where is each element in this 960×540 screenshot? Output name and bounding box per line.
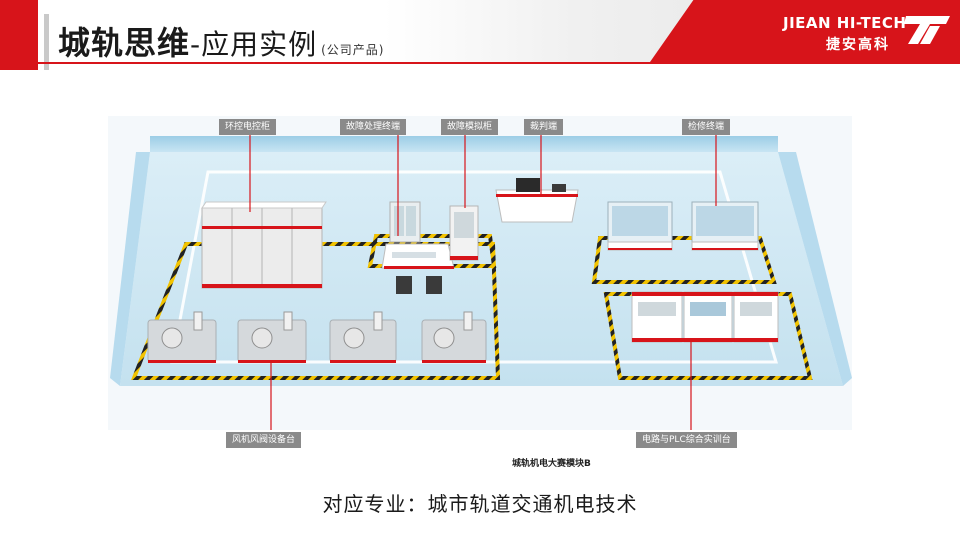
label-fault-simulator: 故障模拟柜: [441, 119, 499, 135]
fan-valve-stations: [147, 311, 487, 363]
title-main-text: 城轨思维: [58, 24, 191, 62]
title-note: (公司产品): [321, 43, 385, 57]
referee-desk: [495, 178, 579, 223]
fault-terminal-desk: [381, 201, 455, 294]
room-right-wall: [778, 152, 852, 386]
label-fault-terminal: 故障处理终端: [340, 119, 407, 135]
leader-lines: [249, 132, 717, 434]
brand-name-en: JIEAN HI-TECH: [783, 14, 907, 32]
brand-logo-icon: [904, 16, 950, 44]
label-control-cabinet: 环控电控柜: [219, 119, 277, 135]
header-divider: [44, 14, 49, 70]
title-sub-text: -应用实例: [190, 28, 318, 61]
brand-name-cn: 捷安高科: [826, 37, 890, 53]
footer-major: 对应专业：城市轨道交通机电技术: [322, 492, 638, 516]
lab-layout-illustration: [108, 116, 852, 434]
plc-training-benches: [631, 291, 779, 343]
room-back-wall: [150, 136, 778, 152]
label-maintenance: 检修终端: [682, 119, 731, 135]
header-accent-left: [0, 0, 38, 70]
label-fan-valve: 风机风阀设备台: [226, 432, 302, 448]
scene-caption: 城轨机电大赛模块B: [512, 459, 591, 469]
header-underline: [0, 62, 960, 64]
label-plc-bench: 电路与PLC综合实训台: [636, 432, 737, 448]
control-cabinets: [201, 201, 327, 289]
header-brand-panel: [650, 0, 960, 62]
room-left-wall: [110, 152, 150, 386]
maintenance-terminals: [607, 201, 759, 251]
label-referee: 裁判端: [524, 119, 564, 135]
lab-layout-svg: [108, 116, 852, 434]
page-title: 城轨思维-应用实例(公司产品): [58, 18, 385, 64]
fault-simulation-cabinet: [449, 205, 479, 261]
